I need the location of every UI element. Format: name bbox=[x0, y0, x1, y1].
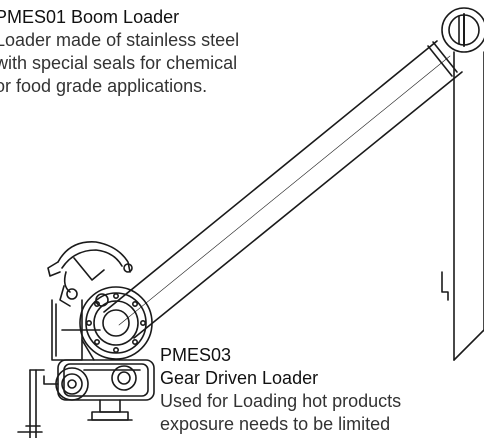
product-description-line: exposure needs to be limited bbox=[160, 414, 391, 434]
product-description-line: with special seals for chemical bbox=[0, 53, 238, 73]
drop-pipe bbox=[441, 51, 484, 361]
product-description-line: Used for Loading hot products bbox=[160, 391, 402, 411]
linkage-arm bbox=[47, 241, 133, 307]
product-code: PMES03 bbox=[160, 345, 232, 365]
top-pivot-wheel bbox=[441, 7, 484, 53]
product-title: PMES01 Boom Loader bbox=[0, 7, 180, 27]
boom-arm bbox=[103, 40, 463, 339]
product-title: Gear Driven Loader bbox=[160, 368, 319, 388]
gear-housing bbox=[51, 299, 155, 401]
pedestal bbox=[87, 399, 133, 421]
hand-crank bbox=[17, 369, 59, 438]
product-caption-pmes01: PMES01 Boom Loader Loader made of stainl… bbox=[0, 6, 239, 98]
pivot-flange bbox=[79, 286, 153, 360]
product-description-line: Loader made of stainless steel bbox=[0, 30, 240, 50]
product-description-line: or food grade applications. bbox=[0, 76, 208, 96]
product-caption-pmes03: PMES03 Gear Driven Loader Used for Loadi… bbox=[160, 344, 401, 436]
